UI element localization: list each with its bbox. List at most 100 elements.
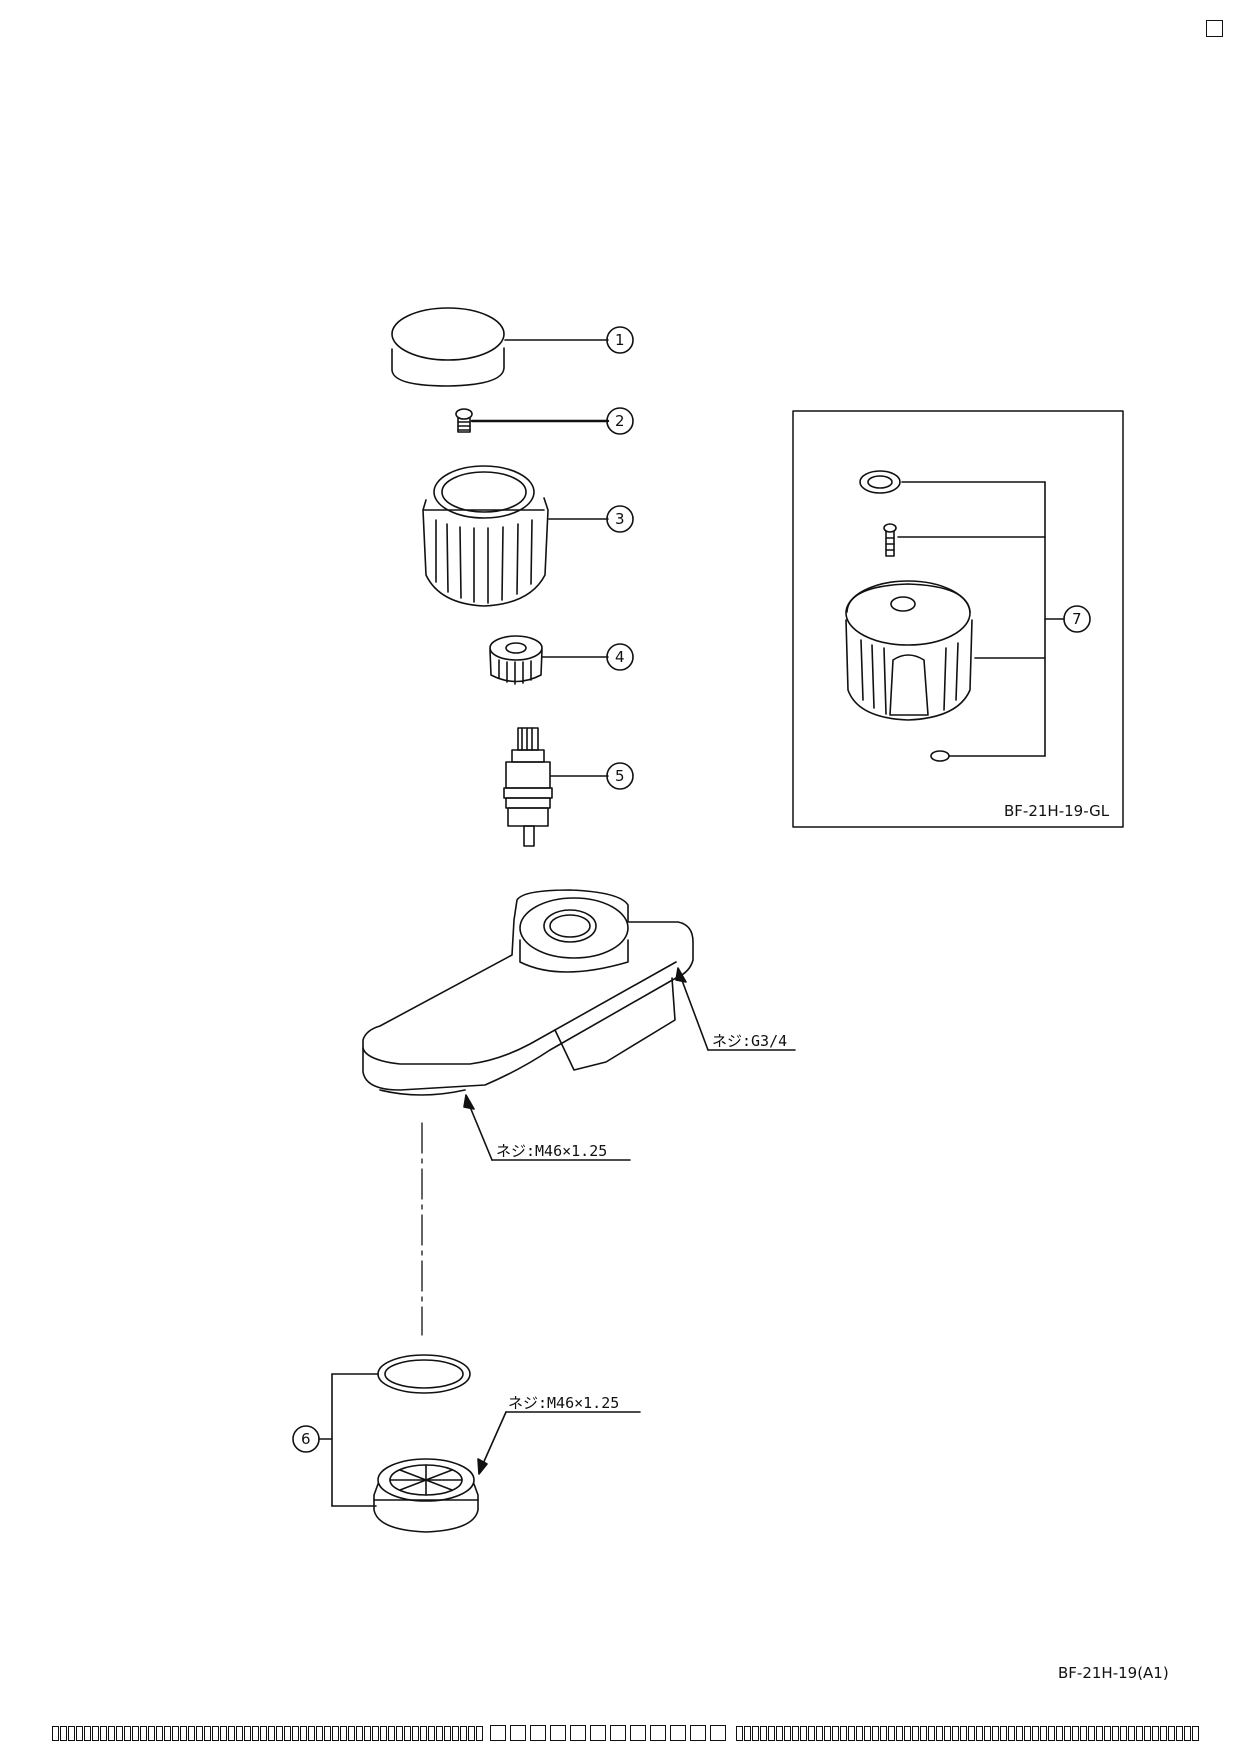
- footer-glyph-box: [736, 1725, 743, 1741]
- footer-glyph-box: [912, 1725, 919, 1741]
- spout-body: [362, 889, 694, 1336]
- footer-glyph-box: [84, 1725, 91, 1741]
- footer-glyph-box: [1040, 1725, 1047, 1741]
- footer-glyph-box: [610, 1725, 626, 1741]
- footer-glyph-box: [404, 1725, 411, 1741]
- footer-glyph-box: [476, 1725, 483, 1741]
- footer-glyph-box: [1112, 1725, 1119, 1741]
- footer-glyph-box: [388, 1725, 395, 1741]
- footer-glyph-box: [744, 1725, 751, 1741]
- footer-group-2: [490, 1725, 730, 1741]
- footer-glyph-row: [52, 1723, 1199, 1743]
- footer-glyph-box: [816, 1725, 823, 1741]
- footer-glyph-box: [570, 1725, 586, 1741]
- footer-glyph-box: [428, 1725, 435, 1741]
- footer-glyph-box: [984, 1725, 991, 1741]
- footer-glyph-box: [420, 1725, 427, 1741]
- footer-glyph-box: [936, 1725, 943, 1741]
- footer-glyph-box: [196, 1725, 203, 1741]
- footer-glyph-box: [1152, 1725, 1159, 1741]
- footer-glyph-box: [824, 1725, 831, 1741]
- footer-glyph-box: [1088, 1725, 1095, 1741]
- footer-glyph-box: [396, 1725, 403, 1741]
- footer-glyph-box: [116, 1725, 123, 1741]
- footer-glyph-box: [1024, 1725, 1031, 1741]
- footer-glyph-box: [308, 1725, 315, 1741]
- footer-glyph-box: [268, 1725, 275, 1741]
- footer-glyph-box: [550, 1725, 566, 1741]
- footer-glyph-box: [348, 1725, 355, 1741]
- footer-glyph-box: [284, 1725, 291, 1741]
- callout-1: 1: [615, 331, 625, 349]
- footer-glyph-box: [490, 1725, 506, 1741]
- footer-glyph-box: [164, 1725, 171, 1741]
- footer-glyph-box: [952, 1725, 959, 1741]
- footer-glyph-box: [92, 1725, 99, 1741]
- footer-glyph-box: [252, 1725, 259, 1741]
- footer-group-1: [52, 1725, 484, 1741]
- footer-glyph-box: [752, 1725, 759, 1741]
- footer-glyph-box: [276, 1725, 283, 1741]
- part-6-aerator-set: [318, 1354, 641, 1533]
- footer-glyph-box: [228, 1725, 235, 1741]
- footer-glyph-box: [460, 1725, 467, 1741]
- footer-glyph-box: [784, 1725, 791, 1741]
- footer-glyph-box: [976, 1725, 983, 1741]
- footer-glyph-box: [888, 1725, 895, 1741]
- footer-glyph-box: [100, 1725, 107, 1741]
- aerator-thread-label: ネジ:M46×1.25: [508, 1394, 620, 1412]
- footer-glyph-box: [832, 1725, 839, 1741]
- footer-glyph-box: [904, 1725, 911, 1741]
- footer-glyph-box: [1000, 1725, 1007, 1741]
- part-5-cartridge: [503, 727, 609, 847]
- footer-glyph-box: [928, 1725, 935, 1741]
- footer-glyph-box: [132, 1725, 139, 1741]
- footer-glyph-box: [670, 1725, 686, 1741]
- callout-circles: [292, 326, 1091, 1453]
- part-4-ring: [489, 635, 609, 685]
- corner-checkbox: [1206, 20, 1223, 37]
- footer-glyph-box: [244, 1725, 251, 1741]
- footer-glyph-box: [204, 1725, 211, 1741]
- footer-glyph-box: [212, 1725, 219, 1741]
- footer-glyph-box: [768, 1725, 775, 1741]
- footer-glyph-box: [140, 1725, 147, 1741]
- footer-glyph-box: [992, 1725, 999, 1741]
- footer-glyph-box: [960, 1725, 967, 1741]
- footer-glyph-box: [872, 1725, 879, 1741]
- callout-3: 3: [615, 510, 625, 528]
- footer-glyph-box: [1096, 1725, 1103, 1741]
- footer-glyph-box: [452, 1725, 459, 1741]
- footer-glyph-box: [1136, 1725, 1143, 1741]
- footer-glyph-box: [1016, 1725, 1023, 1741]
- footer-glyph-box: [364, 1725, 371, 1741]
- inset-code: BF-21H-19-GL: [1004, 802, 1110, 820]
- footer-glyph-box: [108, 1725, 115, 1741]
- footer-glyph-box: [156, 1725, 163, 1741]
- footer-glyph-box: [510, 1725, 526, 1741]
- footer-glyph-box: [380, 1725, 387, 1741]
- callout-5: 5: [615, 767, 625, 785]
- footer-glyph-box: [148, 1725, 155, 1741]
- footer-glyph-box: [300, 1725, 307, 1741]
- footer-glyph-box: [236, 1725, 243, 1741]
- spout-thread-label: ネジ:G3/4: [712, 1032, 788, 1050]
- footer-glyph-box: [1032, 1725, 1039, 1741]
- footer-glyph-box: [630, 1725, 646, 1741]
- footer-glyph-box: [944, 1725, 951, 1741]
- part-2-screw: [455, 408, 610, 433]
- footer-glyph-box: [650, 1725, 666, 1741]
- footer-glyph-box: [340, 1725, 347, 1741]
- footer-glyph-box: [436, 1725, 443, 1741]
- spout-outlet-thread-label: ネジ:M46×1.25: [496, 1142, 608, 1160]
- footer-glyph-box: [1168, 1725, 1175, 1741]
- footer-glyph-box: [1056, 1725, 1063, 1741]
- footer-glyph-box: [76, 1725, 83, 1741]
- footer-glyph-box: [848, 1725, 855, 1741]
- footer-glyph-box: [292, 1725, 299, 1741]
- footer-glyph-box: [1176, 1725, 1183, 1741]
- spout-annotations: [463, 967, 796, 1161]
- footer-glyph-box: [1064, 1725, 1071, 1741]
- footer-glyph-box: [968, 1725, 975, 1741]
- footer-glyph-box: [1144, 1725, 1151, 1741]
